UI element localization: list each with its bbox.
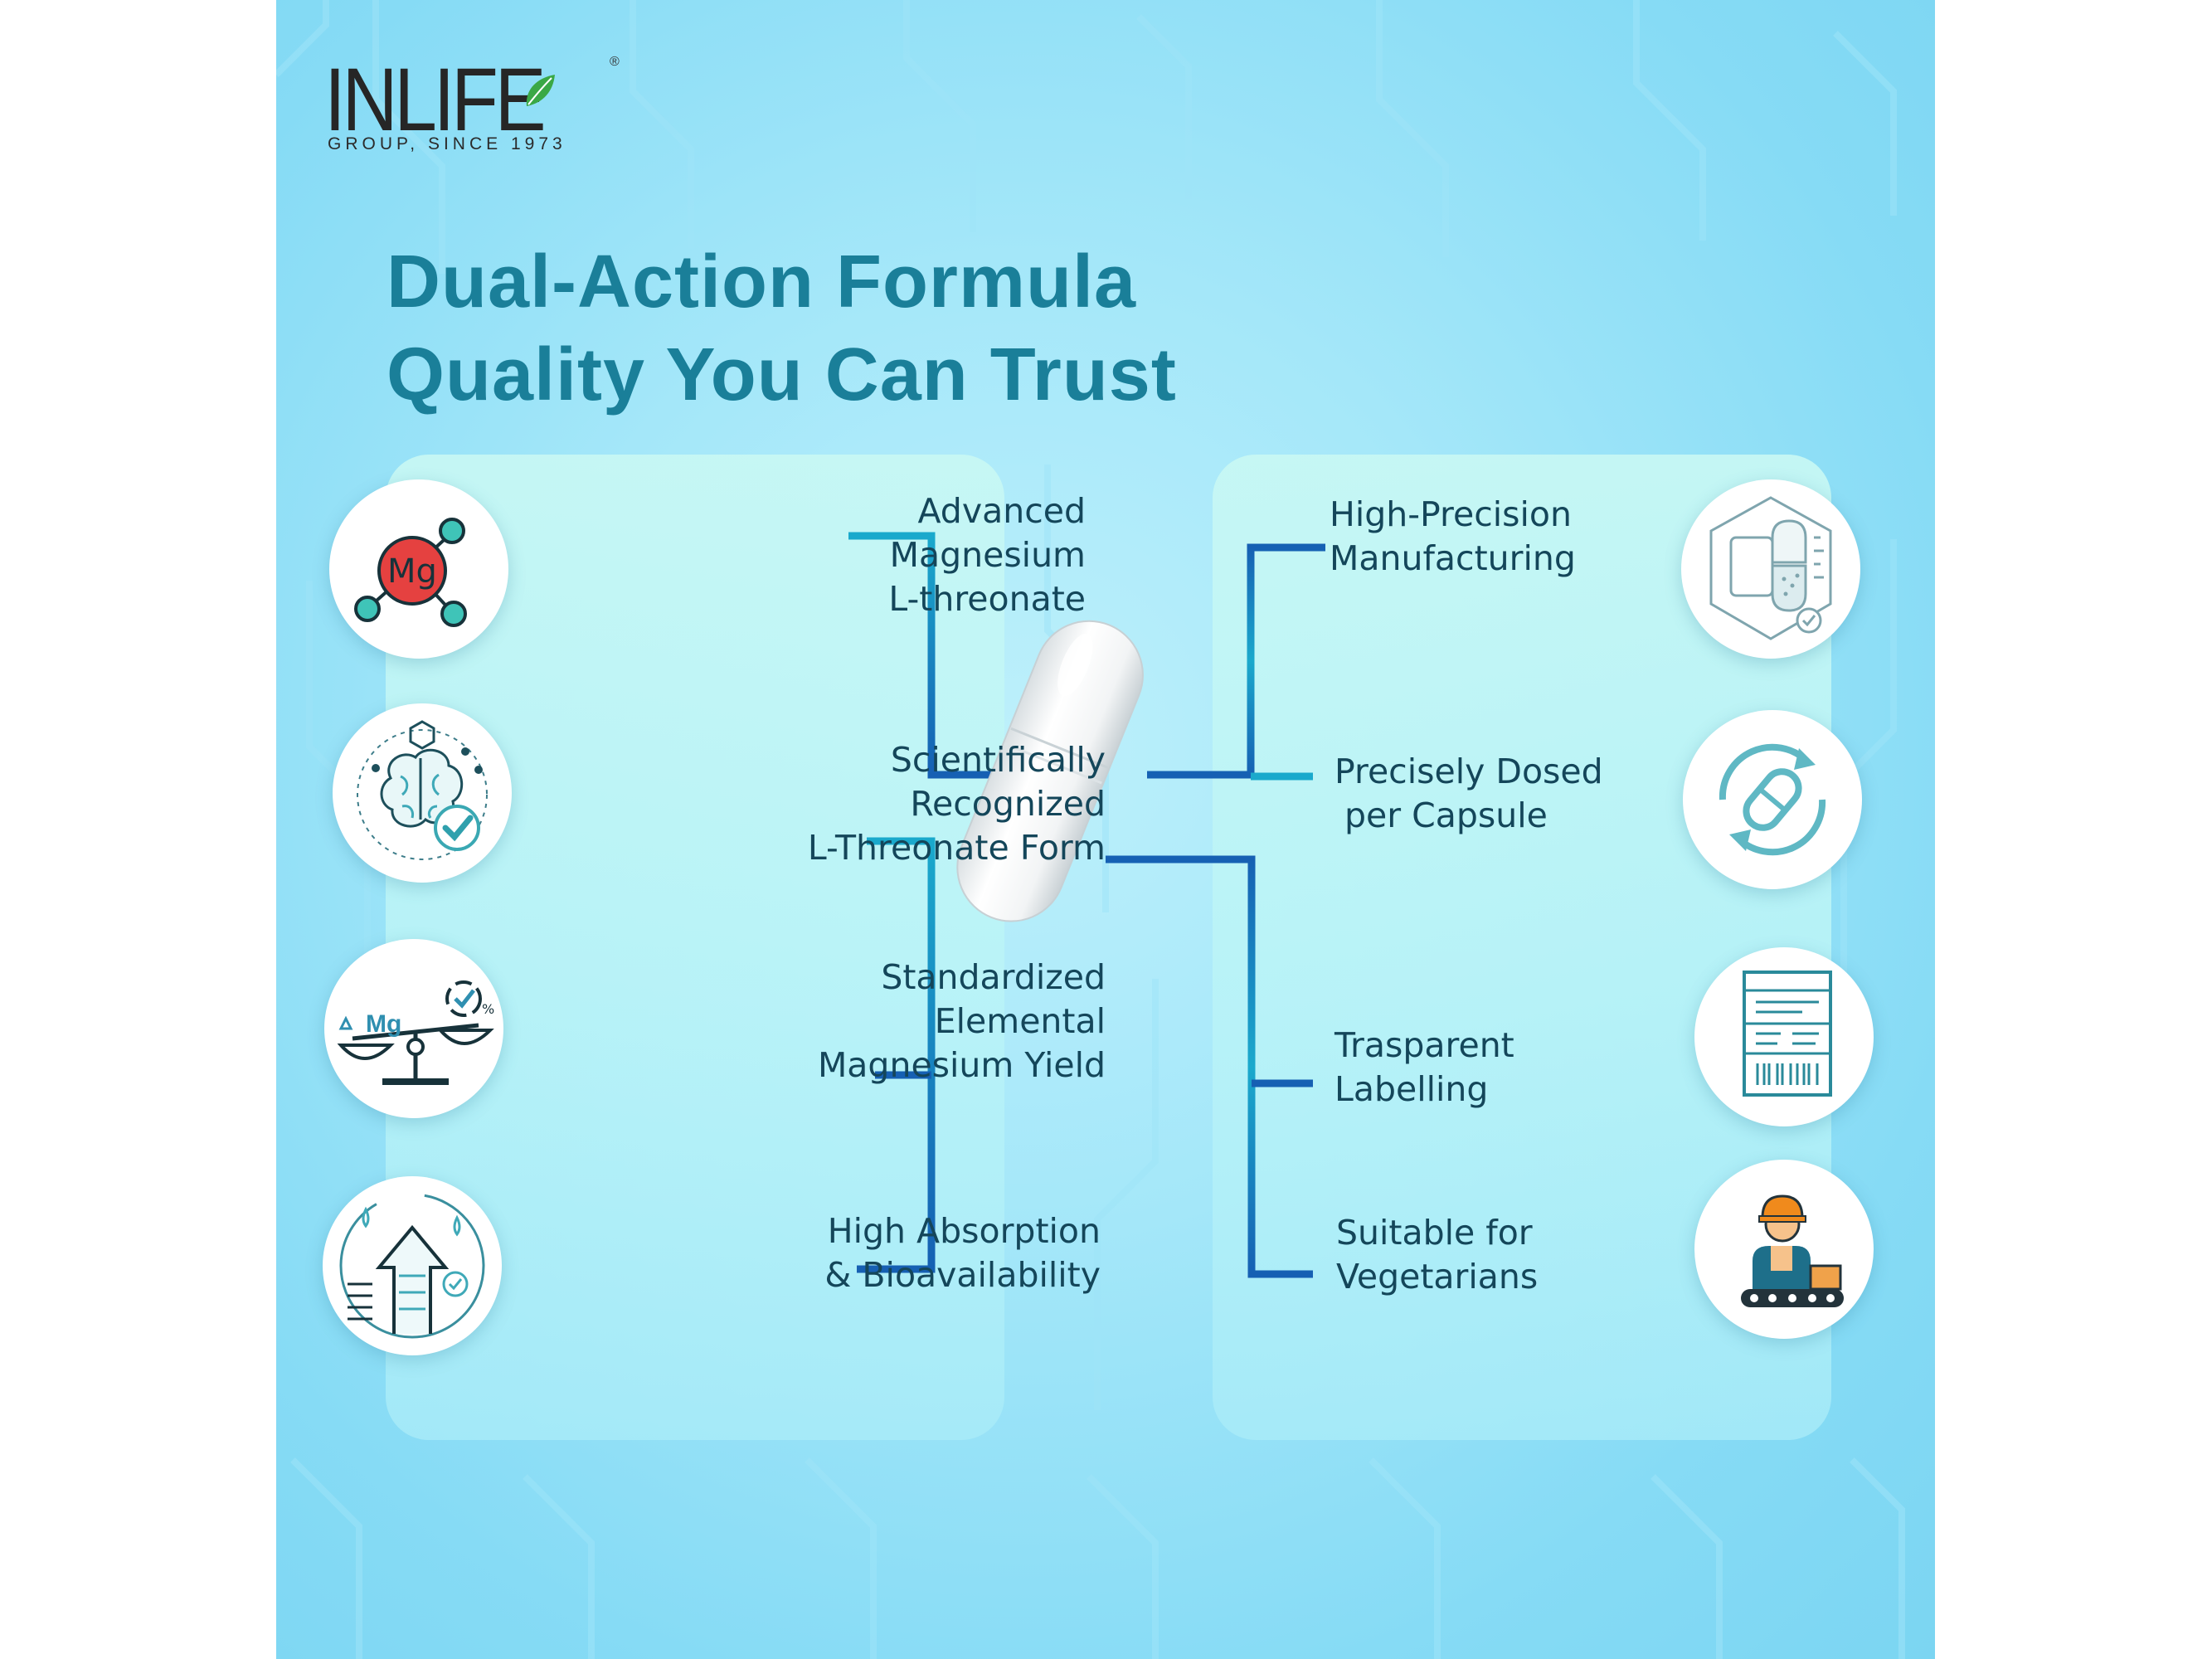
feature-line: & Bioavailability [824,1255,1101,1295]
right-feature-2-text: Precisely Dosed per Capsule [1334,750,1603,838]
connector-1 [848,532,1006,779]
feature-line: per Capsule [1344,795,1548,835]
feature-line: Standardized [881,957,1106,997]
brand-logo[interactable]: INLIFE ® GROUP, SINCE 1973 [324,49,620,163]
connector-lines [848,532,1325,1278]
left-feature-4-icon-circle [323,1176,502,1355]
brand-tagline: GROUP, SINCE 1973 [328,134,566,153]
feature-line: L-threonate [888,579,1086,619]
feature-line: Elemental [934,1001,1106,1041]
poster: INLIFE ® GROUP, SINCE 1973 Dual-Action F… [276,0,1935,1659]
capsule-icon [956,620,1144,922]
feature-line: Manufacturing [1330,538,1576,578]
mg-molecule-label: Mg [387,552,437,591]
headline-line-1: Dual-Action Formula [386,241,1137,324]
feature-line: L-Threonate Form [807,828,1106,868]
brand-wordmark: INLIFE [324,49,547,149]
factory-worker-icon [1741,1194,1844,1307]
feature-line: Suitable for [1336,1213,1533,1253]
left-feature-3-icon-circle: Mg % [324,939,503,1118]
feature-line: High Absorption [827,1211,1101,1251]
headline-line-2: Quality You Can Trust [386,333,1177,416]
connector-2 [857,837,936,1273]
scale-percent-label: % [482,1001,494,1017]
registered-mark: ® [610,55,620,69]
capsule-cycle-icon [1719,743,1826,856]
feature-line: Trasparent [1334,1025,1514,1065]
feature-line: Labelling [1334,1069,1489,1109]
magnesium-molecule-icon: Mg [354,518,467,627]
precision-manufacturing-icon [1709,496,1832,640]
mg-scale-label: Mg [366,1010,401,1038]
left-feature-4-text: High Absorption & Bioavailability [824,1209,1101,1297]
feature-line: Vegetarians [1336,1257,1539,1297]
right-feature-2-icon-circle [1683,710,1862,889]
left-feature-2-icon-circle [333,703,512,883]
left-feature-3-text: Standardized Elemental Magnesium Yield [818,956,1106,1087]
feature-line: Recognized [910,784,1106,824]
left-feature-1-icon-circle: Mg [329,479,508,659]
right-feature-1-icon-circle [1681,479,1860,659]
left-feature-1-text: Advanced Magnesium L-threonate [888,489,1086,621]
connector-6 [1106,855,1313,1278]
label-barcode-icon [1743,971,1832,1097]
right-feature-3-icon-circle [1694,947,1874,1126]
magnesium-scale-icon: Mg % [337,980,494,1085]
left-feature-2-text: Scientifically Recognized L-Threonate Fo… [808,738,1106,870]
feature-line: High-Precision [1330,494,1572,534]
feature-line: Advanced [917,491,1086,531]
feature-line: Precisely Dosed [1334,752,1603,791]
feature-line: Magnesium [889,535,1086,575]
feature-line: Magnesium Yield [817,1045,1106,1085]
right-feature-4-icon-circle [1694,1160,1874,1339]
brain-research-icon [357,720,488,860]
right-feature-3-text: Trasparent Labelling [1334,1024,1514,1112]
right-feature-4-text: Suitable for Vegetarians [1336,1211,1538,1299]
leaf-icon [526,75,555,106]
right-feature-1-text: High-Precision Manufacturing [1330,493,1576,581]
absorption-arrow-icon [339,1193,485,1339]
connector-4 [1147,543,1325,779]
feature-line: Scientifically [890,740,1106,780]
